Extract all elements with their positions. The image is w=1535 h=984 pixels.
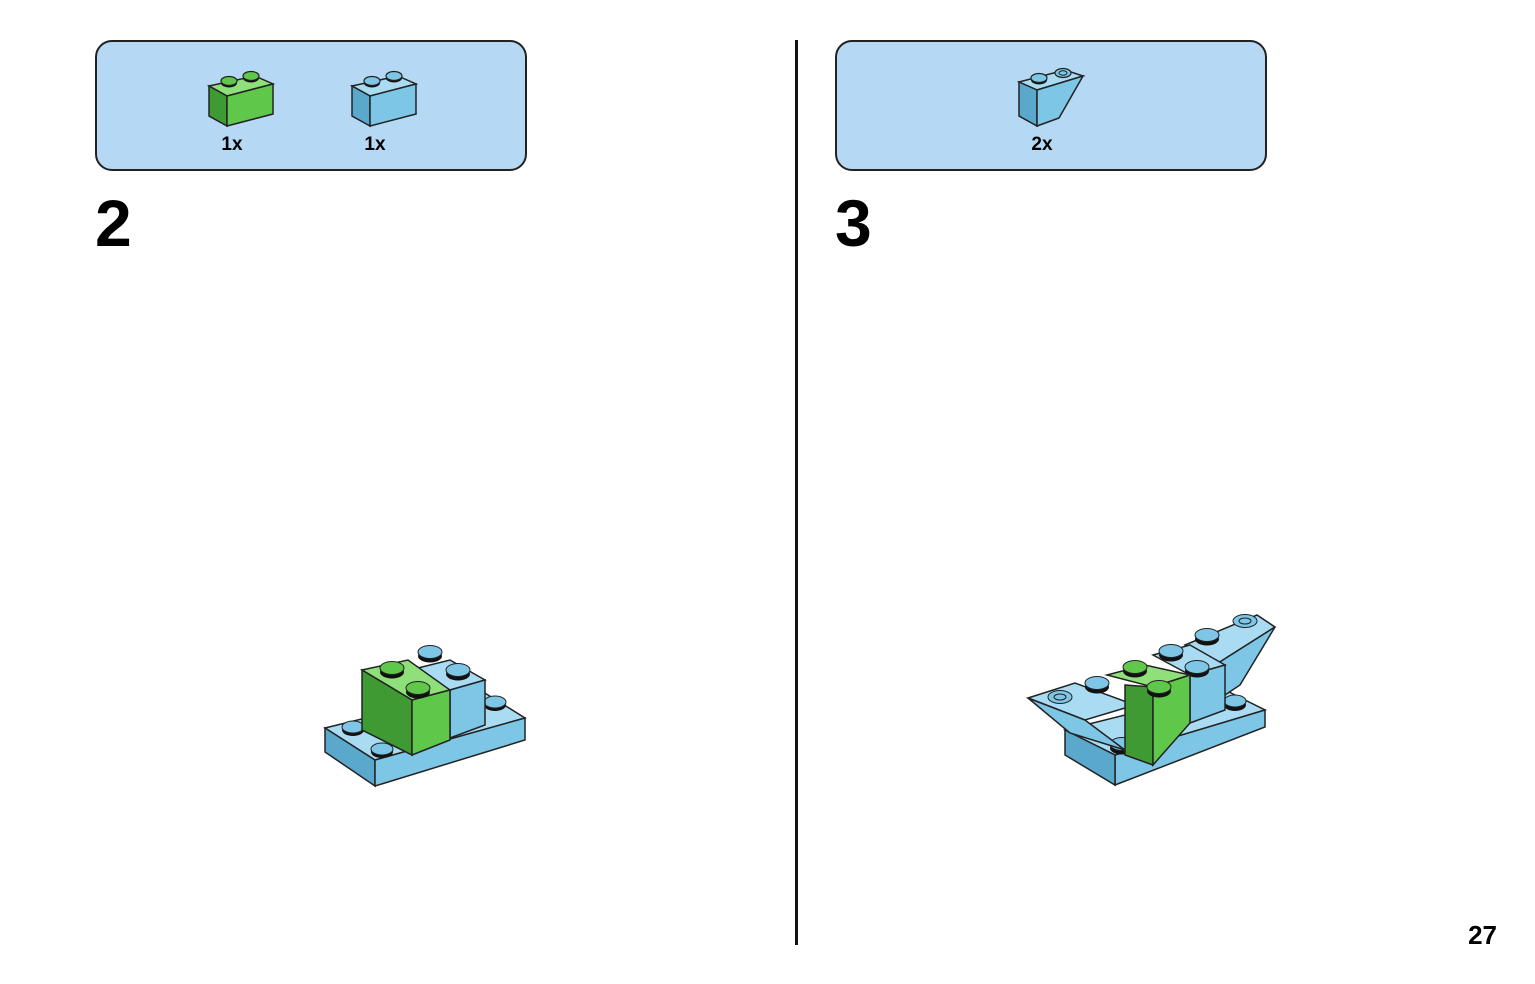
parts-list-step-2: 1x 1x bbox=[95, 40, 527, 171]
part-blue-inverted-slope: 2x bbox=[1017, 42, 1107, 172]
part-blue-brick: 1x bbox=[350, 42, 440, 172]
parts-list-step-3: 2x bbox=[835, 40, 1267, 171]
part-quantity: 2x bbox=[1031, 134, 1053, 155]
step-2-model-illustration bbox=[323, 645, 527, 788]
step-number: 3 bbox=[835, 186, 872, 260]
page-number: 27 bbox=[1468, 920, 1497, 950]
step-number: 2 bbox=[95, 186, 132, 260]
part-quantity: 1x bbox=[221, 134, 243, 155]
step-3-model-illustration bbox=[1025, 614, 1277, 787]
blue-brick-1x2-icon bbox=[350, 70, 419, 128]
green-brick-1x2-icon bbox=[207, 70, 276, 128]
part-quantity: 1x bbox=[364, 134, 386, 155]
page-divider bbox=[795, 40, 798, 945]
blue-inverted-slope-icon bbox=[1017, 67, 1086, 128]
part-green-brick: 1x bbox=[207, 42, 297, 172]
